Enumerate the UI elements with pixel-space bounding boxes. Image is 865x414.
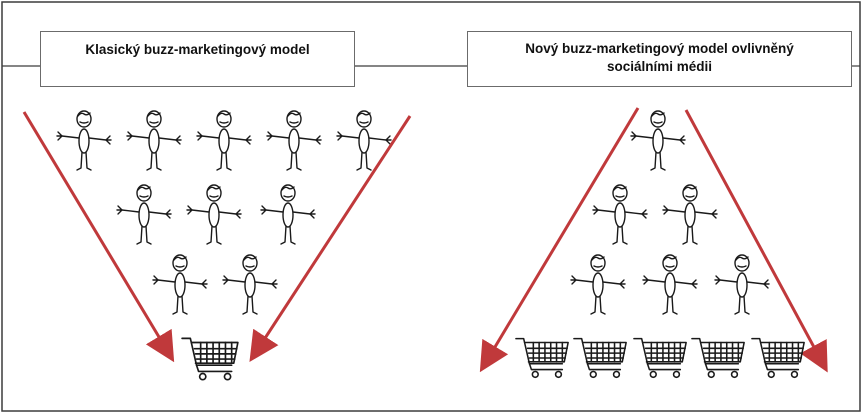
shopping-cart-icon <box>691 337 745 379</box>
arrow-icon <box>479 107 640 373</box>
stick-figure-icon <box>126 110 182 171</box>
shopping-cart-icon <box>751 337 805 379</box>
stick-figure-icon <box>336 110 392 171</box>
stick-figure-icon <box>260 184 316 245</box>
classic-model-title-text: Klasický buzz-marketingový model <box>85 42 310 57</box>
shopping-cart-icon <box>573 337 627 379</box>
stick-figure-icon <box>642 254 698 315</box>
right-people-group <box>570 110 770 315</box>
stick-figure-icon <box>592 184 648 245</box>
new-model-title: Nový buzz-marketingový model ovlivněný s… <box>467 31 852 87</box>
classic-model-title: Klasický buzz-marketingový model <box>40 31 355 87</box>
stick-figure-icon <box>714 254 770 315</box>
stick-figure-icon <box>662 184 718 245</box>
stick-figure-icon <box>152 254 208 315</box>
stick-figure-icon <box>196 110 252 171</box>
arrow-icon <box>684 109 828 373</box>
shopping-cart-icon <box>181 337 239 381</box>
stick-figure-icon <box>222 254 278 315</box>
new-model-title-line2: sociálními médii <box>606 59 713 74</box>
stick-figure-icon <box>570 254 626 315</box>
stick-figure-icon <box>56 110 112 171</box>
shopping-cart-icon <box>515 337 569 379</box>
new-model-title-line1: Nový buzz-marketingový model ovlivněný <box>525 41 794 56</box>
arrow-icon <box>22 111 175 363</box>
stick-figure-icon <box>266 110 322 171</box>
shopping-cart-icon <box>633 337 687 379</box>
stick-figure-icon <box>630 110 686 171</box>
arrow-icon <box>249 115 412 363</box>
stick-figure-icon <box>116 184 172 245</box>
left-people-group <box>56 110 392 315</box>
stick-figure-icon <box>186 184 242 245</box>
